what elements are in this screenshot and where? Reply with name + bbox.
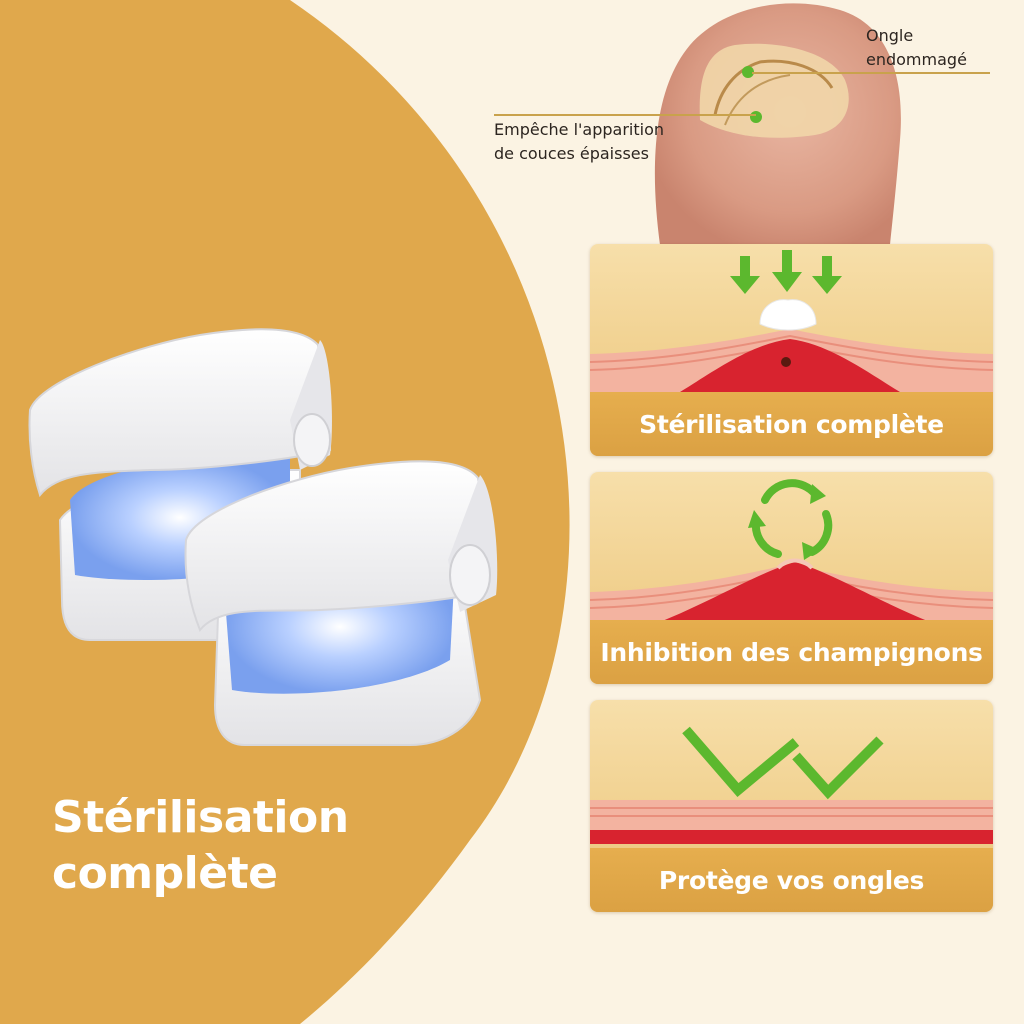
arrow-down-icon: [730, 250, 842, 294]
panel-inhibition: Inhibition des champignons: [590, 472, 993, 684]
callout-prevents: Empêche l'apparition de couces épaisses: [494, 118, 664, 166]
panel-label-inhibition: Inhibition des champignons: [590, 620, 993, 684]
uv-device-front: [184, 460, 498, 746]
panel-inhibition-art: [590, 479, 993, 622]
callout-damaged-line2: endommagé: [866, 50, 967, 69]
headline-line-2: complète: [52, 848, 278, 899]
callout-line-damaged: [752, 72, 990, 74]
panel-label-sterilisation: Stérilisation complète: [590, 392, 993, 456]
panel-protection-art: [590, 726, 993, 844]
panel-sterilisation-art: [590, 250, 993, 392]
headline-line-1: Stérilisation: [52, 792, 349, 843]
callout-line-prevents: [494, 114, 756, 116]
toe-image: [654, 3, 901, 245]
headline: Stérilisation complète: [52, 790, 349, 902]
panel-label-protection: Protège vos ongles: [590, 848, 993, 912]
panel-sterilisation: Stérilisation complète: [590, 244, 993, 456]
callout-prevents-line1: Empêche l'apparition: [494, 120, 664, 139]
callout-damaged-nail: Ongle endommagé: [866, 24, 967, 72]
callout-prevents-line2: de couces épaisses: [494, 144, 649, 163]
callout-damaged-line1: Ongle: [866, 26, 914, 45]
panel-protection: Protège vos ongles: [590, 700, 993, 912]
checkmark-icon: [682, 726, 884, 800]
